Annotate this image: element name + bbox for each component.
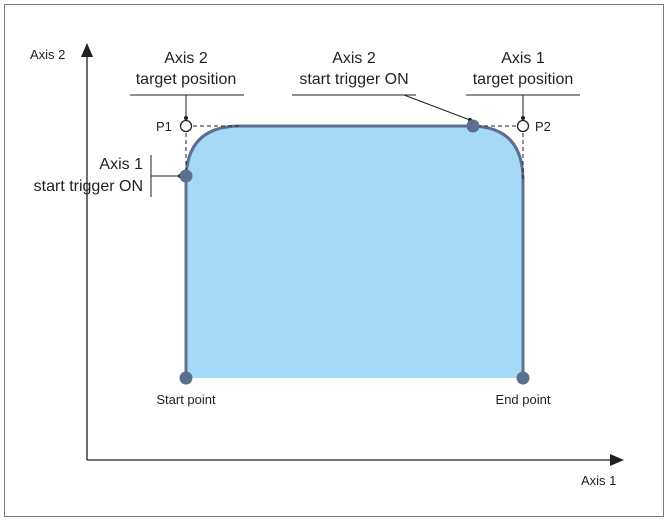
axis2-trigger-title: Axis 2 — [332, 50, 376, 67]
axis-2-label: Axis 2 — [30, 47, 65, 62]
axis-1-label: Axis 1 — [581, 473, 616, 488]
axis1-target-subtitle: target position — [473, 71, 574, 88]
motion-path-area — [186, 126, 523, 378]
axis-2-arrow-icon — [81, 43, 93, 57]
end-point-label: End point — [496, 392, 551, 407]
axis2-trigger-point — [466, 119, 480, 133]
p1-label: P1 — [156, 119, 172, 134]
p2-label: P2 — [535, 119, 551, 134]
axis1-target-leader-dot — [521, 116, 525, 120]
axis2-trigger-subtitle: start trigger ON — [299, 71, 408, 88]
axis1-target-title: Axis 1 — [501, 50, 545, 67]
axis2-trigger-leader — [403, 94, 471, 121]
axis1-trigger-point — [179, 169, 193, 183]
end-point — [516, 371, 530, 385]
motion-path-line — [184, 124, 525, 378]
axis1-trigger-subtitle: start trigger ON — [34, 178, 143, 195]
start-point-label: Start point — [156, 392, 216, 407]
p1-marker — [179, 119, 193, 133]
axis1-trigger-title: Axis 1 — [99, 156, 143, 173]
axis2-target-leader-dot — [184, 116, 188, 120]
axis2-target-subtitle: target position — [136, 71, 237, 88]
start-point — [179, 371, 193, 385]
p2-marker — [516, 119, 530, 133]
axis-1-arrow-icon — [610, 454, 624, 466]
axis2-target-title: Axis 2 — [164, 50, 208, 67]
